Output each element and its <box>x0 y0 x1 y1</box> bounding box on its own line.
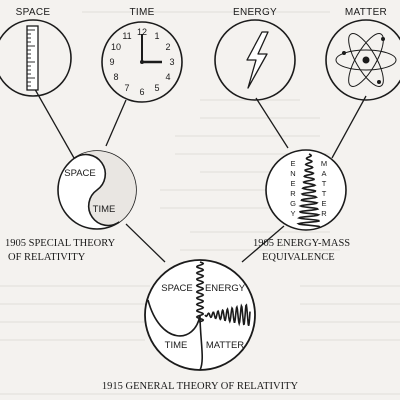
general-space-label: SPACE <box>161 283 193 294</box>
clock-number: 4 <box>165 72 170 82</box>
clock-number: 6 <box>139 87 144 97</box>
vertical-letter: G <box>290 199 296 208</box>
matter-circle <box>325 19 400 101</box>
background-texture <box>0 11 400 395</box>
clock-number: 9 <box>109 57 114 67</box>
vertical-letter: M <box>321 159 327 168</box>
clock-number: 7 <box>124 83 129 93</box>
equivalence-caption-line2: EQUIVALENCE <box>262 252 335 263</box>
equivalence-matter-letters: MATTER <box>321 159 327 218</box>
connectors <box>31 83 367 263</box>
general-energy-label: ENERGY <box>205 283 246 294</box>
connector-time-special <box>105 99 127 147</box>
clock-number: 2 <box>165 42 170 52</box>
equivalence-energy-letters: ENERGY <box>290 159 296 218</box>
equivalence-circle: ENERGY MATTER <box>265 149 347 231</box>
connector-space-special <box>31 83 75 159</box>
vertical-letter: E <box>321 199 326 208</box>
vertical-letter: A <box>321 169 326 178</box>
equivalence-caption-line1: 1905 ENERGY-MASS <box>253 238 350 249</box>
clock-number: 12 <box>137 27 147 37</box>
special-time-label: TIME <box>93 204 116 215</box>
special-caption-line1: 1905 SPECIAL THEORY <box>5 238 116 249</box>
label-time: TIME <box>129 7 154 18</box>
vertical-letter: E <box>290 179 295 188</box>
equivalence-wave <box>296 153 321 228</box>
connector-energy-equivalence <box>255 97 289 149</box>
vertical-letter: Y <box>290 209 295 218</box>
vertical-letter: T <box>322 179 327 188</box>
general-caption: 1915 GENERAL THEORY OF RELATIVITY <box>102 381 299 392</box>
connector-special-general <box>125 223 166 263</box>
vertical-letter: R <box>290 189 296 198</box>
general-matter-label: MATTER <box>206 340 244 351</box>
ruler-icon <box>26 25 39 91</box>
connector-equivalence-general <box>241 225 285 263</box>
lightning-bolt-icon <box>246 31 269 89</box>
general-time-label: TIME <box>165 340 188 351</box>
clock-number: 8 <box>113 72 118 82</box>
general-relativity-circle: SPACE ENERGY TIME MATTER <box>144 259 256 371</box>
clock-number: 11 <box>122 31 131 41</box>
vertical-letter: T <box>322 189 327 198</box>
vertical-letter: E <box>290 159 295 168</box>
special-relativity-circle: SPACE TIME <box>57 150 137 230</box>
connector-matter-equivalence <box>331 95 367 159</box>
vertical-letter: R <box>321 209 327 218</box>
general-horizontal-wave <box>204 303 251 327</box>
space-circle <box>0 19 72 97</box>
special-caption-line2: OF RELATIVITY <box>8 252 86 263</box>
clock-number: 1 <box>154 31 159 41</box>
clock-number: 3 <box>169 57 174 67</box>
clock-number: 5 <box>154 83 159 93</box>
vertical-letter: N <box>290 169 295 178</box>
clock-number: 10 <box>111 42 121 52</box>
label-energy: ENERGY <box>233 7 277 18</box>
energy-circle <box>214 19 296 101</box>
general-vertical-wave <box>195 261 205 323</box>
atom-icon <box>335 33 397 87</box>
label-matter: MATTER <box>345 7 387 18</box>
special-space-label: SPACE <box>64 168 96 179</box>
label-space: SPACE <box>16 7 51 18</box>
